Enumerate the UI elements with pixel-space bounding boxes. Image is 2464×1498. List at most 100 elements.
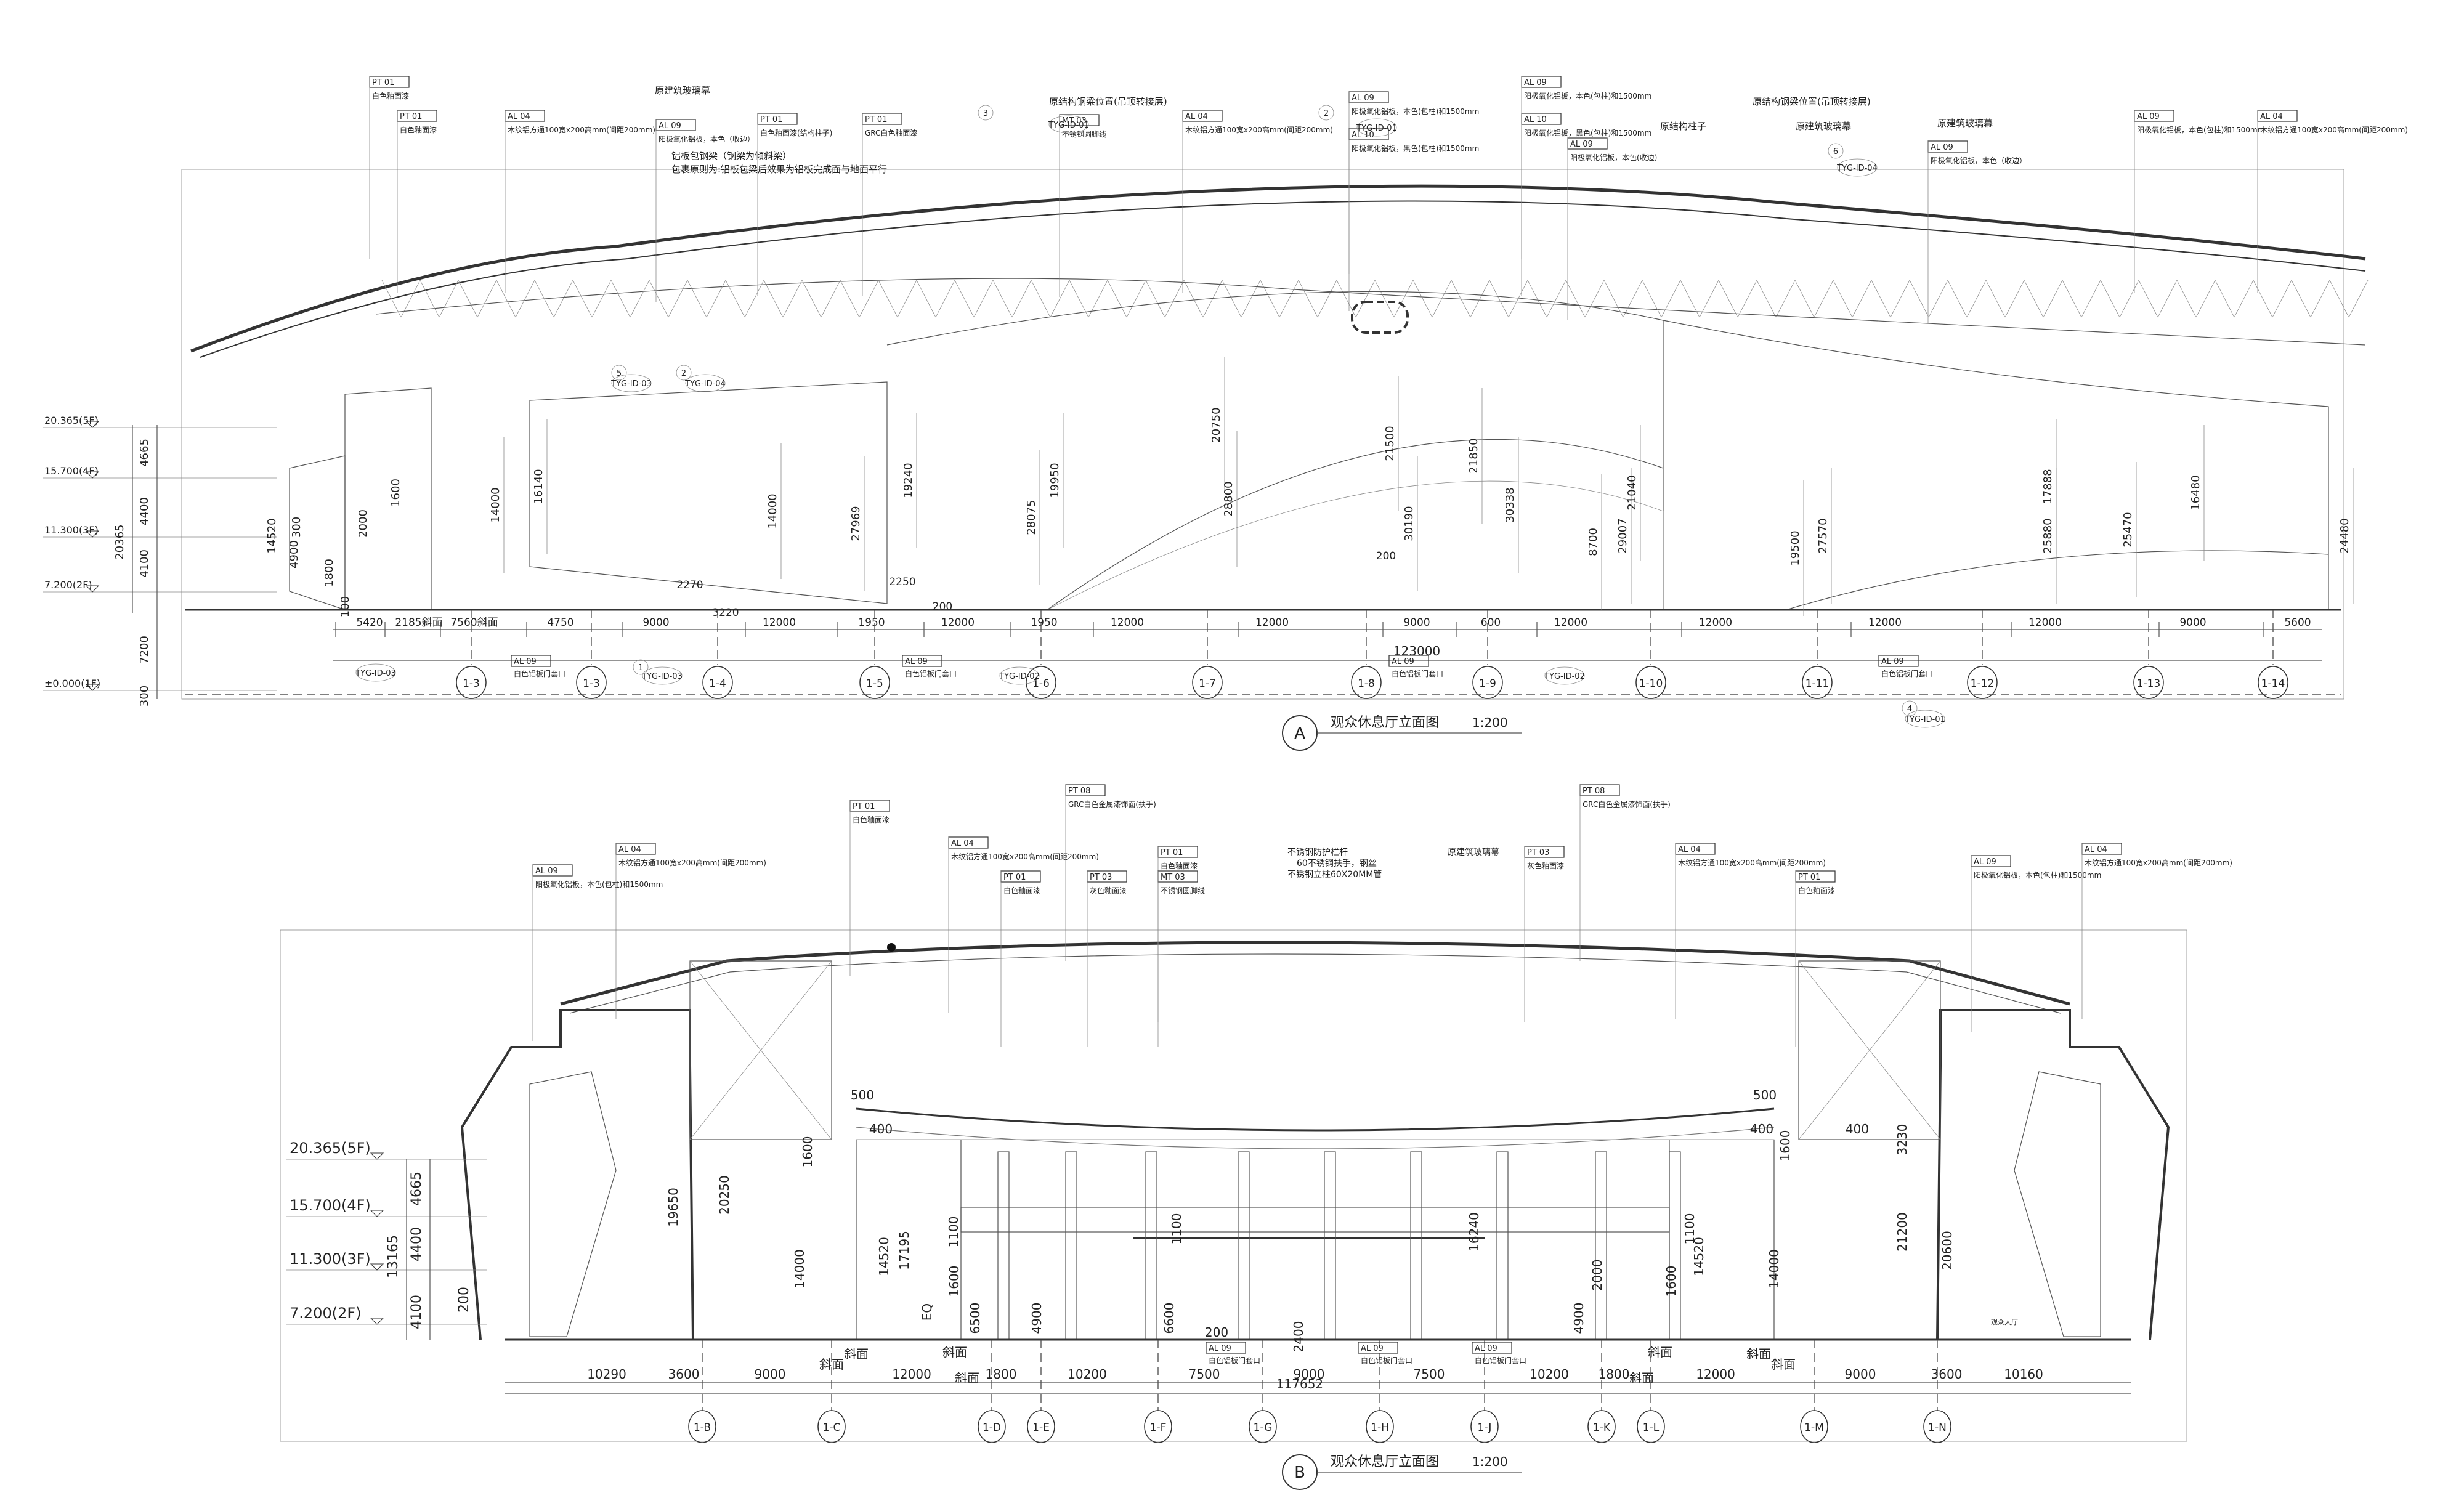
- callout-text-b: 灰色釉面漆: [1527, 861, 1564, 870]
- bottom-dim-a: 12000: [1699, 617, 1732, 629]
- inner-dim-b: 17195: [897, 1231, 912, 1270]
- callout-code-b: PT 01: [853, 802, 875, 811]
- truss-diagonal: [1584, 280, 1605, 318]
- grid-bubble-a: [1192, 666, 1223, 699]
- inner-dim-b: 1100: [1169, 1213, 1184, 1245]
- truss-diagonal: [1432, 280, 1452, 318]
- bottom-dim-a: 9000: [1403, 617, 1430, 629]
- truss-diagonal: [1412, 280, 1433, 318]
- truss-diagonal: [668, 280, 688, 318]
- bottom-callout-tag-a: [511, 655, 551, 667]
- left-dim-b: 4665: [409, 1172, 424, 1206]
- note-a: 原结构钢梁位置(吊顶转接层): [1049, 96, 1167, 107]
- left-shell-b: [460, 1009, 694, 1340]
- truss-diagonal: [591, 280, 612, 318]
- ceiling-arc-inner-b: [856, 1127, 1775, 1149]
- detail-ref-a: TYG-ID-02: [999, 672, 1040, 681]
- inner-dim-b: 500: [1753, 1088, 1777, 1103]
- truss-diagonal: [2138, 280, 2158, 318]
- inner-dim-b: 1600: [800, 1136, 815, 1168]
- note-b: 不锈钢立柱60X20MM管: [1287, 870, 1382, 880]
- left-dim-b: 13165: [386, 1235, 401, 1278]
- truss-diagonal: [1852, 280, 1872, 318]
- level-marker-b-3f: [370, 1263, 384, 1271]
- total-dimension-a: 123000: [1393, 644, 1440, 658]
- bottom-dim-b: 3600: [668, 1367, 700, 1382]
- note-a: 原结构钢梁位置(吊顶转接层): [1753, 96, 1871, 107]
- drawing-scale-a: 1:200: [1472, 715, 1508, 730]
- inner-dim-b: 20250: [717, 1175, 732, 1215]
- truss-diagonal: [1565, 280, 1586, 318]
- grid-label-a: 1-6: [1032, 678, 1050, 690]
- left-dim-a: 4665: [138, 439, 151, 467]
- ref-number-a: 6: [1833, 147, 1838, 156]
- truss-diagonal: [973, 280, 994, 318]
- truss-diagonal: [534, 280, 554, 318]
- ref-bubble-a: [611, 374, 652, 392]
- truss-diagonal: [1336, 280, 1356, 318]
- grid-bubble-a: [1351, 666, 1382, 699]
- bottom-dim-a: 12000: [1255, 617, 1289, 629]
- callout-text-a: 阳极氧化铝板，本色(包柱)和1500mm: [1524, 91, 1651, 100]
- inner-dim-b: 500: [851, 1088, 874, 1103]
- inner-dim-b: 16240: [1467, 1212, 1481, 1252]
- truss-diagonal: [2119, 280, 2139, 318]
- ref-bubble-a: [1356, 118, 1397, 137]
- level-label-b-4f: 15.700(4F): [290, 1197, 371, 1214]
- bottom-callout-text-a: 白色铝板门套口: [1392, 669, 1443, 678]
- wall-panel-a4: [1663, 320, 2329, 610]
- grid-label-b: 1-J: [1478, 1422, 1492, 1434]
- truss-diagonal: [992, 280, 1013, 318]
- callout-text-b: 不锈钢圆脚线: [1161, 886, 1205, 895]
- bottom-dim-b: 3600: [1931, 1367, 1963, 1382]
- callout-code-a: PT 01: [400, 112, 422, 121]
- callout-code-b: AL 04: [2085, 845, 2107, 854]
- ref-number-circle-a: [1318, 105, 1334, 121]
- inner-dim-b: 400: [869, 1122, 893, 1136]
- truss-diagonal: [1661, 280, 1681, 318]
- grid-bubble-a: [1967, 666, 1998, 699]
- truss-diagonal: [1890, 280, 1910, 318]
- level-markers-b: 20.365(5F)15.700(4F)11.300(3F)7.200(2F): [286, 1140, 487, 1325]
- bottom-dim-a: 12000: [941, 617, 975, 629]
- level-marker-1f: [85, 684, 100, 691]
- truss-diagonal: [1374, 280, 1395, 318]
- truss-diagonal: [744, 280, 764, 318]
- truss-diagonal: [1871, 280, 1891, 318]
- truss-diagonal: [859, 280, 879, 318]
- grid-bubble-b: [1923, 1410, 1951, 1443]
- truss-diagonal: [1126, 280, 1146, 318]
- truss-diagonal: [1183, 280, 1204, 318]
- truss-diagonal: [610, 280, 631, 318]
- callout-text-b: 白色釉面漆: [1003, 886, 1040, 895]
- ref-number-circle-a: [978, 105, 994, 121]
- bottom-dim-a: 12000: [1868, 617, 1902, 629]
- callout-code-a: AL 04: [1185, 112, 1208, 121]
- inner-dim-b: 200: [1205, 1325, 1228, 1340]
- left-dim-a: 1800: [323, 559, 336, 587]
- truss-diagonal: [1088, 280, 1108, 318]
- bottom-dim-a: 7560斜面: [450, 617, 498, 629]
- truss-diagonal: [1451, 280, 1471, 318]
- grid-label-a: 1-7: [1199, 678, 1216, 690]
- grid-bubble-a: [576, 666, 607, 699]
- left-dim-a: 1600: [389, 479, 402, 507]
- bottom-dim-a: 9000: [642, 617, 669, 629]
- callout-code-a: MT 03: [1062, 116, 1087, 126]
- inner-dim-b: 2000: [1590, 1260, 1605, 1291]
- grid-label-a: 1-3: [463, 678, 480, 690]
- bottom-callout-text-b: 白色铝板门套口: [1475, 1356, 1526, 1365]
- roof-truss-a: [381, 280, 2369, 318]
- callout-code-b: AL 09: [535, 867, 558, 876]
- inner-dim-b: 6600: [1162, 1303, 1177, 1334]
- detail-ref-a: TYG-ID-01: [1048, 121, 1089, 130]
- truss-diagonal: [1317, 280, 1337, 318]
- grid-bubble-a: [1026, 666, 1056, 699]
- bottom-dim-a: 2185斜面: [395, 617, 442, 629]
- truss-diagonal: [649, 280, 669, 318]
- truss-diagonal: [1489, 280, 1509, 318]
- left-dim-a: 100: [339, 596, 352, 617]
